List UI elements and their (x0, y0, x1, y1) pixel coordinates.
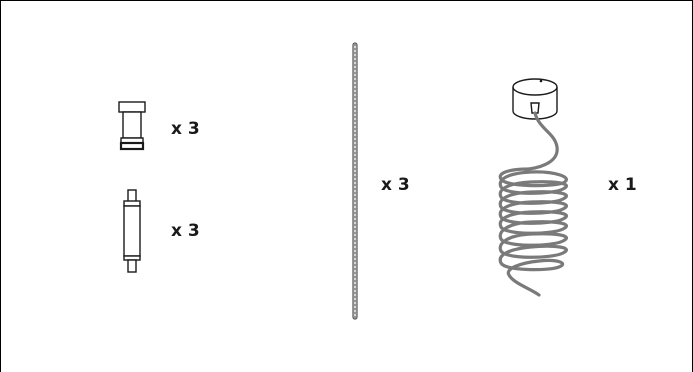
cylinder-spacer-quantity: x 3 (171, 221, 200, 241)
cord-drop (527, 111, 559, 171)
cord-coil (498, 167, 568, 297)
ceiling-canopy-with-cord-icon (498, 78, 568, 297)
steel-cable-icon (352, 42, 358, 320)
suspension-cable-quantity: x 3 (381, 175, 410, 195)
canopy-cord-part (491, 69, 591, 301)
cap-connector-quantity: x 3 (171, 119, 200, 139)
canopy-cord-quantity: x 1 (608, 175, 637, 195)
cylinder-spacer-icon (123, 189, 141, 273)
cylinder-spacer-part (119, 187, 147, 275)
suspension-cable-part (351, 41, 359, 323)
cap-connector-icon (118, 101, 146, 151)
canopy-top (512, 78, 558, 96)
cap-connector-part (113, 99, 153, 153)
